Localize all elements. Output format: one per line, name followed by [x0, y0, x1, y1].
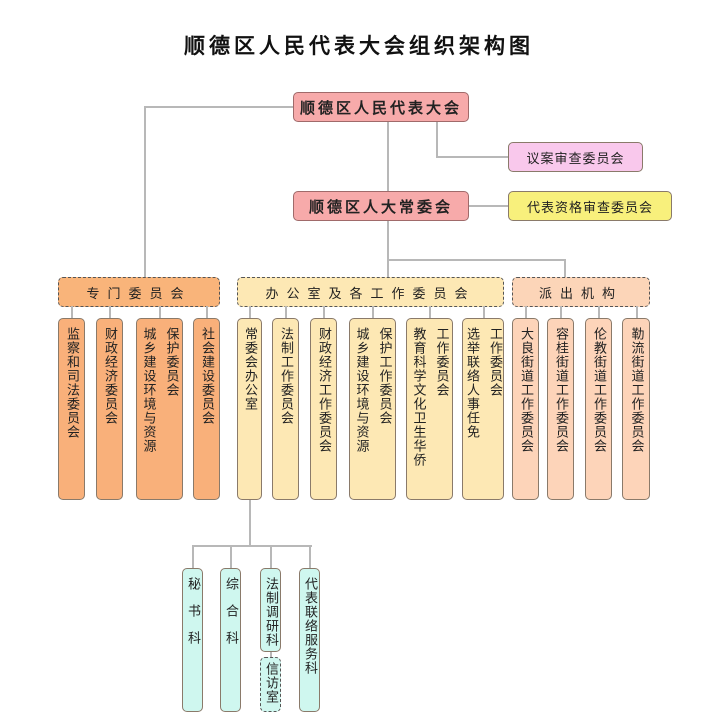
petition-office-box: 信访室	[260, 657, 281, 712]
connector	[249, 306, 251, 318]
box-label: 常委会办公室	[242, 327, 257, 411]
group-dispatched: 派出机构	[512, 277, 650, 307]
connector	[192, 546, 194, 568]
box-label: 秘书科	[185, 577, 200, 658]
connector	[285, 306, 287, 318]
box-label: 监察和司法委员会	[64, 327, 79, 439]
connector	[192, 545, 312, 547]
connector	[483, 306, 485, 318]
box-label: 城乡建设环境与资源	[353, 327, 369, 453]
connector	[387, 121, 389, 191]
connector	[109, 306, 111, 318]
special-box: 社会建设委员会	[193, 318, 220, 500]
sub-box: 代表联络服务科	[299, 568, 320, 712]
special-box: 城乡建设环境与资源保护委员会	[136, 318, 183, 500]
peoples-congress-box: 顺德区人民代表大会	[293, 92, 469, 122]
connector	[469, 205, 508, 207]
connector	[560, 306, 562, 318]
box-label: 大良街道工作委员会	[518, 327, 533, 453]
connector	[598, 306, 600, 318]
office-box: 法制工作委员会	[272, 318, 299, 500]
connector	[387, 220, 389, 277]
dispatched-box: 大良街道工作委员会	[512, 318, 539, 500]
connector	[525, 306, 527, 318]
box-label: 信访室	[263, 662, 278, 704]
box-label: 法制调研科	[263, 577, 278, 647]
credentials-committee-box: 代表资格审查委员会	[508, 191, 672, 221]
connector	[429, 306, 431, 318]
connector	[636, 306, 638, 318]
standing-committee-box: 顺德区人大常委会	[293, 191, 469, 221]
dispatched-box: 容桂街道工作委员会	[547, 318, 574, 500]
box-label: 勒流街道工作委员会	[628, 327, 644, 453]
connector	[71, 306, 73, 318]
dispatched-box: 勒流街道工作委员会	[622, 318, 650, 500]
box-label: 法制工作委员会	[278, 327, 293, 425]
box-label: 保护工作委员会	[376, 327, 392, 425]
connector	[270, 546, 272, 568]
box-label: 工作委员会	[433, 327, 449, 397]
office-box: 选举联络人事任免工作委员会	[462, 318, 504, 500]
sub-box: 综合科	[220, 568, 241, 712]
group-office-committees: 办公室及各工作委员会	[237, 277, 504, 307]
sub-box: 法制调研科	[260, 568, 281, 652]
box-label: 财政经济委员会	[102, 327, 117, 425]
chart-title: 顺德区人民代表大会组织架构图	[184, 34, 534, 58]
box-label: 财政经济工作委员会	[316, 327, 331, 453]
connector	[270, 652, 272, 657]
box-label: 综合科	[223, 577, 238, 658]
box-label: 伦教街道工作委员会	[591, 327, 606, 453]
box-label: 工作委员会	[487, 327, 502, 397]
special-box: 财政经济委员会	[96, 318, 123, 500]
sub-box: 秘书科	[182, 568, 203, 712]
office-box: 城乡建设环境与资源保护工作委员会	[349, 318, 396, 500]
office-box: 教育科学文化卫生华侨工作委员会	[406, 318, 453, 500]
connector	[309, 546, 311, 568]
box-label: 容桂街道工作委员会	[553, 327, 568, 453]
box-label: 社会建设委员会	[199, 327, 214, 425]
connector	[323, 306, 325, 318]
box-label: 保护委员会	[163, 327, 179, 397]
dispatched-box: 伦教街道工作委员会	[585, 318, 612, 500]
connector	[230, 546, 232, 568]
connector	[436, 121, 438, 157]
box-label: 教育科学文化卫生华侨	[410, 327, 426, 467]
connector	[144, 106, 146, 277]
special-box: 监察和司法委员会	[58, 318, 85, 500]
connector	[564, 259, 566, 277]
box-label: 代表联络服务科	[302, 577, 317, 675]
connector	[436, 156, 508, 158]
group-special-committees: 专门委员会	[58, 277, 220, 307]
motion-committee-box: 议案审查委员会	[508, 142, 643, 172]
connector	[249, 500, 251, 546]
connector	[387, 259, 566, 261]
connector	[145, 106, 293, 108]
box-label: 选举联络人事任免	[464, 327, 479, 439]
box-label: 城乡建设环境与资源	[140, 327, 156, 453]
office-box: 常委会办公室	[237, 318, 262, 500]
connector	[159, 306, 161, 318]
connector	[206, 306, 208, 318]
connector	[372, 306, 374, 318]
office-box: 财政经济工作委员会	[310, 318, 337, 500]
